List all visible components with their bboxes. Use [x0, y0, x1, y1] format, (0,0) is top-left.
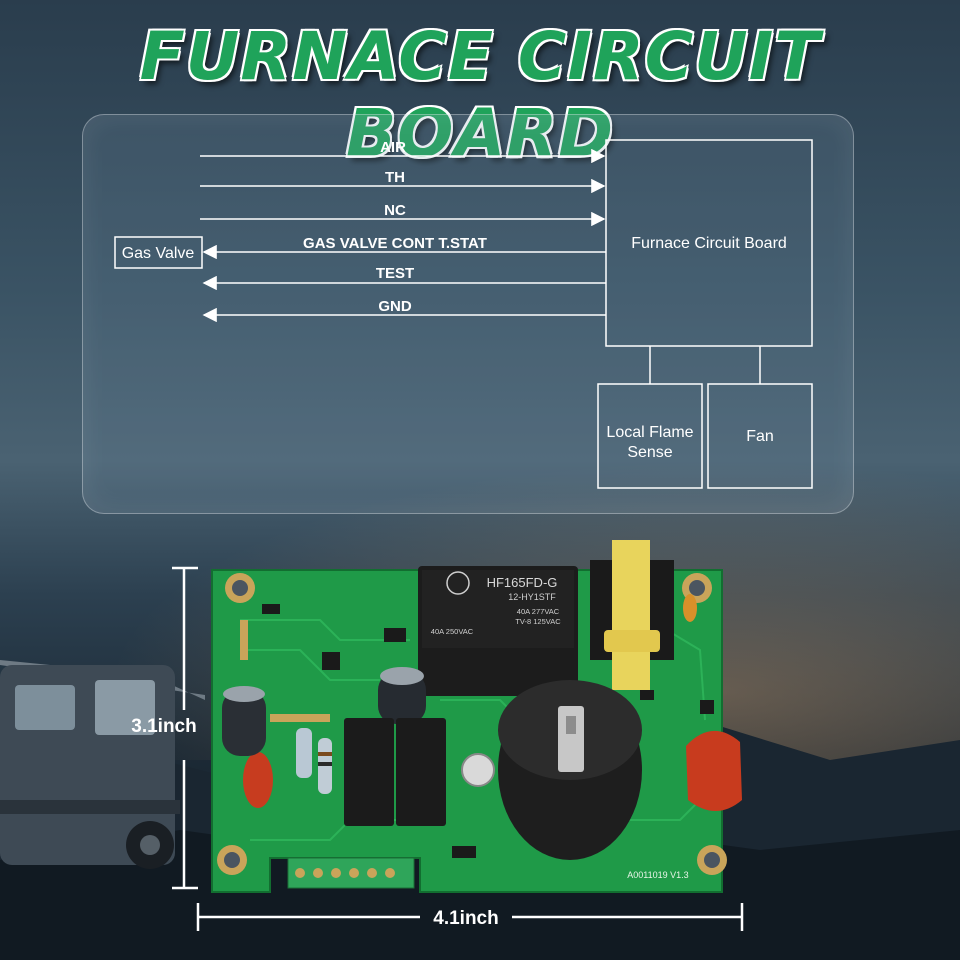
flame-sense-label-line2: Sense — [627, 444, 672, 461]
relay-rating-3: 40A 250VAC — [431, 627, 474, 636]
terminal-connector — [287, 857, 415, 889]
nc-label: NC — [384, 202, 406, 219]
main-board-box — [605, 139, 813, 347]
van-illustration — [0, 660, 205, 869]
page-title: FURNACE CIRCUIT BOARD — [139, 18, 821, 172]
fan-box-label: Fan — [746, 428, 774, 445]
main-board-box-label: Furnace Circuit Board — [631, 235, 787, 252]
small-capacitor — [683, 594, 697, 622]
relay-brand-label: HF165FD-G — [487, 575, 558, 590]
width-dimension-label: 4.1inch — [433, 908, 498, 929]
gnd-label: GND — [378, 298, 412, 315]
relay-rating-1: 40A 277VAC — [517, 607, 560, 616]
electrolytic-capacitors — [222, 667, 426, 756]
test-label: TEST — [376, 265, 414, 282]
red-capacitor-left — [243, 752, 273, 808]
small-relays — [344, 718, 446, 826]
relay-rating-2: TV-8 125VAC — [515, 617, 561, 626]
test-component — [461, 753, 495, 787]
flame-sensor — [498, 680, 642, 860]
main-relay: HF165FD-G 12-HY1STF 40A 277VAC TV-8 125V… — [418, 566, 578, 696]
block-diagram: AIR TH NC GAS VALVE CONT T.STAT TEST GND… — [114, 139, 813, 489]
circuit-board-photo: 3.1inch 4.1inch HF165FD-G 12-HY1STF 40A … — [131, 540, 744, 931]
relay-sub-label: 12-HY1STF — [508, 592, 556, 602]
smd-components — [240, 604, 714, 858]
height-dimension-label: 3.1inch — [131, 716, 196, 737]
gas-valve-cont-label: GAS VALVE CONT T.STAT — [303, 235, 487, 252]
gas-valve-box-label: Gas Valve — [122, 245, 195, 262]
resistors — [296, 728, 332, 794]
air-label: AIR — [380, 139, 406, 156]
red-capacitor-right — [686, 730, 742, 811]
th-label: TH — [385, 169, 405, 186]
flame-sense-label-line1: Local Flame — [606, 424, 693, 441]
transformer — [590, 540, 674, 690]
mounting-holes — [217, 573, 727, 875]
gas-valve-box — [114, 236, 203, 269]
flame-sense-box — [597, 383, 703, 489]
board-serial-label: A0011019 V1.3 — [627, 870, 688, 880]
fan-box — [707, 383, 813, 489]
